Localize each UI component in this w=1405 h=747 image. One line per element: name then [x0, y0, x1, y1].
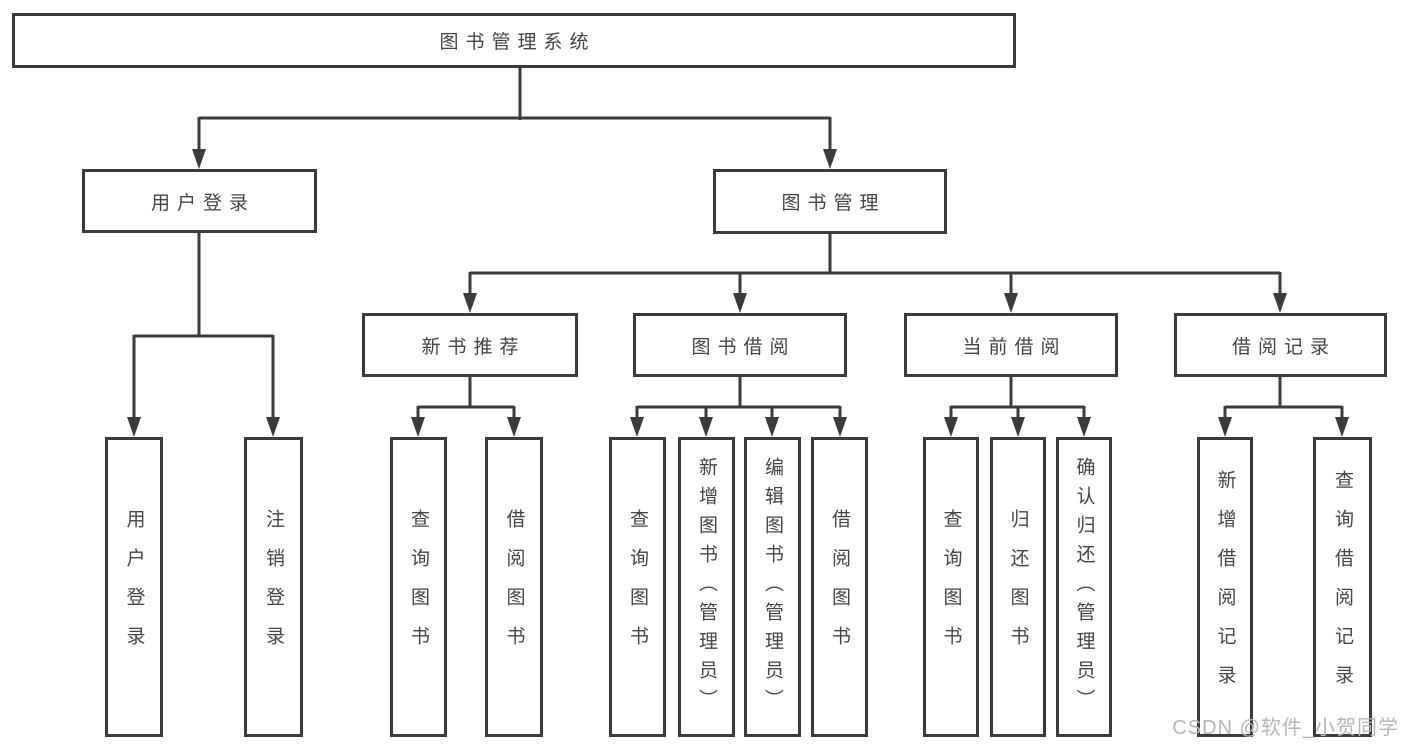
connector-borrow-to-leaves	[635, 377, 842, 421]
connector-root-to-level2	[197, 68, 832, 153]
leaf-query-books-recommend-label: 查询图书	[408, 509, 429, 665]
node-book-management: 图书管理	[713, 169, 947, 234]
connector-records-to-leaves	[1223, 377, 1344, 421]
leaf-borrow-books: 借阅图书	[811, 437, 868, 737]
connector-bookmgmt-to-level3	[468, 233, 1282, 297]
leaf-borrow-books-recommend-label: 借阅图书	[503, 509, 525, 665]
leaf-add-book-admin-label: 新增图书（管理员）	[696, 456, 717, 718]
node-current-borrow: 当前借阅	[904, 313, 1118, 377]
node-user-login-label: 用户登录	[150, 192, 255, 214]
leaf-return-book-label: 归还图书	[1007, 509, 1029, 665]
node-book-borrow-label: 图书借阅	[691, 336, 796, 358]
connector-current-to-leaves	[949, 377, 1086, 421]
leaf-query-books-borrow-label: 查询图书	[627, 509, 648, 665]
leaf-user-login: 用户登录	[105, 437, 163, 737]
leaf-borrow-books-recommend: 借阅图书	[485, 437, 543, 737]
leaf-query-books-current: 查询图书	[923, 437, 979, 737]
watermark: CSDN @软件_小贺同学	[1172, 717, 1399, 739]
leaf-query-borrow-record: 查询借阅记录	[1313, 437, 1372, 737]
node-borrow-records-label: 借阅记录	[1231, 336, 1336, 358]
node-root-label: 图书管理系统	[439, 32, 596, 53]
leaf-return-book: 归还图书	[990, 437, 1046, 737]
node-new-book-recommend: 新书推荐	[362, 313, 578, 377]
leaf-borrow-books-label: 借阅图书	[829, 509, 850, 665]
leaf-add-borrow-record: 新增借阅记录	[1197, 437, 1253, 737]
leaf-query-books-current-label: 查询图书	[940, 509, 962, 665]
node-current-borrow-label: 当前借阅	[962, 336, 1067, 358]
node-root: 图书管理系统	[12, 13, 1016, 68]
node-borrow-records: 借阅记录	[1174, 313, 1387, 377]
node-new-book-recommend-label: 新书推荐	[421, 336, 526, 358]
node-book-borrow: 图书借阅	[633, 313, 847, 377]
arrowheads	[127, 149, 1349, 437]
leaf-edit-book-admin: 编辑图书（管理员）	[744, 437, 801, 737]
leaf-query-books-borrow: 查询图书	[609, 437, 666, 737]
node-user-login: 用户登录	[82, 169, 317, 233]
connector-userlogin-to-leaves	[132, 233, 275, 421]
leaf-logout-label: 注销登录	[263, 509, 284, 665]
leaf-edit-book-admin-label: 编辑图书（管理员）	[762, 456, 783, 718]
leaf-add-book-admin: 新增图书（管理员）	[678, 437, 735, 737]
leaf-confirm-return-admin: 确认归还（管理员）	[1056, 437, 1112, 737]
leaf-logout: 注销登录	[244, 437, 303, 737]
leaf-add-borrow-record-label: 新增借阅记录	[1214, 470, 1236, 704]
connector-newbook-to-leaves	[416, 377, 516, 421]
leaf-query-books-recommend: 查询图书	[390, 437, 447, 737]
leaf-confirm-return-admin-label: 确认归还（管理员）	[1073, 456, 1095, 718]
node-book-management-label: 图书管理	[781, 193, 886, 214]
leaf-user-login-label: 用户登录	[123, 509, 145, 665]
leaf-query-borrow-record-label: 查询借阅记录	[1332, 470, 1353, 704]
